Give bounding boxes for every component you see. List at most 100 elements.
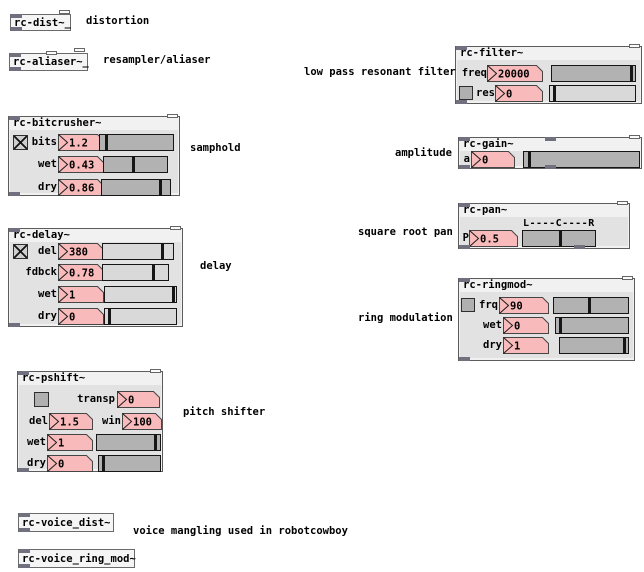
control-inlet — [167, 114, 178, 118]
on-toggle[interactable] — [461, 298, 475, 312]
fdbck-slider[interactable] — [102, 264, 169, 281]
param-label: dry — [483, 339, 502, 351]
res-number-box[interactable]: 0 — [495, 85, 543, 102]
slider-knob — [172, 287, 175, 302]
del-slider[interactable] — [102, 243, 174, 260]
object-box-aliaser[interactable]: rc-aliaser~_ — [9, 48, 89, 71]
signal-outlet — [545, 165, 556, 169]
slider-knob — [623, 338, 626, 353]
pan-number-box[interactable]: 0.5 — [469, 230, 518, 247]
on-toggle[interactable] — [34, 392, 49, 407]
freq-slider[interactable] — [551, 65, 636, 82]
dry-slider[interactable] — [104, 308, 177, 325]
number-box-value: 1 — [58, 438, 64, 450]
signal-outlet — [574, 245, 585, 249]
pan-slider[interactable] — [522, 230, 596, 247]
fdbck-number-box[interactable]: 0.78 — [58, 264, 104, 281]
signal-inlet — [459, 137, 470, 141]
control-inlet — [74, 48, 85, 52]
comment-samphold: samphold — [190, 142, 241, 154]
comment-voice-mangling: voice mangling used in robotcowboy — [133, 525, 348, 537]
param-label: transp — [77, 393, 115, 405]
param-label: fdbck — [25, 266, 57, 278]
signal-inlet — [545, 137, 556, 141]
del-number-box[interactable]: 380 — [58, 243, 104, 260]
comment-amplitude: amplitude — [395, 147, 452, 159]
dry-number-box[interactable]: 0.86 — [58, 179, 104, 196]
dry-number-box[interactable]: 0 — [58, 308, 104, 325]
del-number-box[interactable]: 1.5 — [49, 413, 93, 430]
number-box-value: 1 — [69, 290, 75, 302]
on-toggle[interactable] — [13, 135, 28, 150]
signal-outlet — [459, 165, 470, 169]
number-box-value: 0.78 — [69, 268, 94, 280]
gop-title: rc-pshift~ — [22, 372, 86, 384]
gop-title: rc-filter~ — [460, 47, 524, 59]
slider-knob — [132, 157, 135, 172]
control-inlet — [46, 51, 57, 55]
object-box-voice-dist[interactable]: rc-voice_dist~ — [18, 513, 114, 532]
signal-outlet — [456, 100, 467, 104]
signal-inlet — [9, 116, 20, 120]
slider-knob — [152, 265, 155, 280]
a-number-box[interactable]: 0 — [471, 151, 515, 168]
res-slider[interactable] — [549, 85, 636, 102]
frq-slider[interactable] — [553, 297, 629, 314]
signal-outlet — [459, 357, 470, 361]
param-label: wet — [27, 436, 46, 448]
param-label: bits — [31, 136, 57, 148]
signal-outlet — [10, 67, 21, 71]
object-box-label: rc-voice_ring_mod~ — [22, 552, 136, 565]
slider-knob — [161, 244, 164, 259]
number-box-value: 0.43 — [69, 160, 94, 172]
bits-number-box[interactable]: 1.2 — [58, 134, 104, 151]
wet-slider[interactable] — [104, 286, 177, 303]
gop-title: rc-ringmod~ — [463, 279, 533, 291]
bits-slider[interactable] — [99, 134, 174, 151]
param-label: res — [476, 87, 495, 99]
object-box-label: rc-aliaser~_ — [13, 56, 89, 68]
dry-number-box[interactable]: 0 — [47, 455, 93, 472]
number-box-value: 0 — [514, 321, 520, 333]
number-box-value: 1 — [514, 341, 520, 353]
object-box-voice-ring-mod[interactable]: rc-voice_ring_mod~ — [18, 549, 136, 568]
slider-knob — [108, 309, 111, 324]
control-inlet — [629, 135, 640, 139]
slider-knob — [105, 135, 108, 150]
wet-slider[interactable] — [103, 156, 168, 173]
gop-title: rc-pan~ — [463, 204, 508, 216]
param-label: dry — [38, 310, 57, 322]
signal-inlet — [10, 53, 21, 57]
signal-outlet — [459, 245, 470, 249]
param-label: frq — [479, 299, 498, 311]
dry-slider[interactable] — [559, 337, 629, 354]
transp-number-box[interactable]: 0 — [117, 391, 160, 408]
on-toggle[interactable] — [13, 244, 28, 259]
wet-number-box[interactable]: 0 — [503, 317, 549, 334]
wet-number-box[interactable]: 1 — [47, 434, 93, 451]
signal-outlet — [19, 564, 30, 568]
object-box-dist[interactable]: rc-dist~_ — [10, 10, 71, 31]
a-slider[interactable] — [523, 151, 640, 168]
on-toggle[interactable] — [459, 86, 473, 100]
dry-slider[interactable] — [98, 455, 161, 472]
wet-slider[interactable] — [555, 317, 629, 334]
slider-knob — [159, 180, 162, 195]
wet-number-box[interactable]: 0.43 — [58, 156, 104, 173]
signal-outlet — [9, 323, 20, 327]
frq-number-box[interactable]: 90 — [499, 297, 549, 314]
win-number-box[interactable]: 100 — [122, 413, 162, 430]
gop-title: rc-delay~ — [13, 229, 70, 241]
wet-number-box[interactable]: 1 — [58, 286, 104, 303]
dry-slider[interactable] — [101, 179, 171, 196]
param-label: win — [102, 415, 121, 427]
freq-number-box[interactable]: 20000 — [487, 65, 543, 82]
control-inlet — [59, 10, 70, 14]
wet-slider[interactable] — [96, 434, 161, 451]
param-label: dry — [38, 181, 57, 193]
dry-number-box[interactable]: 1 — [503, 337, 549, 354]
